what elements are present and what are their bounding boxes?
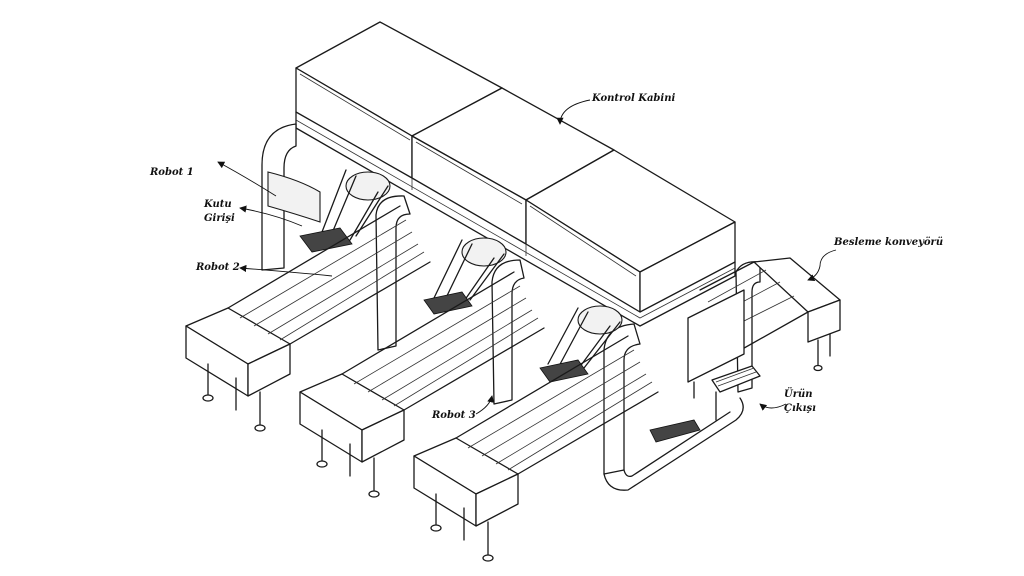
leader-box-input [239,205,303,227]
leader-robot-2 [239,264,333,277]
robot-3 [539,305,623,383]
robot-1 [299,169,391,253]
box-conveyor-1 [185,205,431,432]
label-box-input-line1: Kutu [204,199,232,210]
operator-panel [649,289,761,443]
label-box-input-line2: Girişi [204,213,235,224]
box-conveyor-2 [299,271,545,498]
label-box-input: Kutu Girişi [204,198,235,226]
leader-control-cabinet [556,99,591,125]
label-robot-3: Robot 3 [432,410,476,421]
label-product-output: Ürün Çıkışı [784,388,816,416]
feed-conveyor [699,257,841,372]
leader-robot-3 [475,395,495,415]
label-feed-conveyor: Besleme konveyörü [834,237,944,248]
leader-robot-1 [217,161,277,197]
control-cabinet [295,21,736,327]
label-control-cabinet: Kontrol Kabini [592,93,676,104]
robot-2 [423,237,507,315]
leader-feed-conveyor [807,249,837,281]
label-product-output-line2: Çıkışı [784,403,816,414]
label-product-output-line1: Ürün [784,389,813,400]
box-conveyor-3 [413,335,659,562]
label-robot-1: Robot 1 [150,167,194,178]
leader-product-output [759,403,787,411]
label-robot-2: Robot 2 [196,262,240,273]
